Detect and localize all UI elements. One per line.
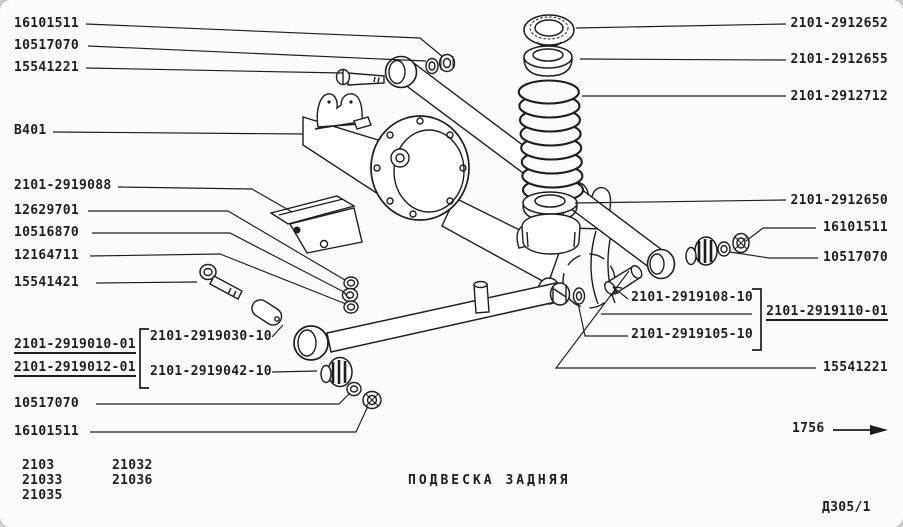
bolt-head [199, 263, 217, 281]
washer [717, 241, 731, 257]
callout-axle-ref: B401 [14, 123, 47, 138]
callout-bolt-bracket: 15541421 [14, 275, 80, 290]
callout-sleeve-outer: 2101-2919108-10 [631, 290, 753, 305]
callout-buffer: 2101-2919030-10 [150, 329, 272, 344]
callout-arm-assy-b: 2101-2919012-01 [14, 360, 136, 377]
lower-trailing-arm [293, 265, 643, 361]
callout-arm-assy-a: 2101-2919010-01 [14, 337, 136, 354]
grouping-brackets [139, 288, 762, 389]
callout-washer-right: 10517070 [822, 250, 888, 265]
axle-bracket-2919088 [269, 195, 363, 254]
callout-bolt-right: 15541221 [822, 360, 888, 375]
figure-title: ПОДВЕСКА ЗАДНЯЯ [408, 473, 571, 488]
washer [425, 57, 439, 75]
coil-spring [517, 79, 585, 203]
differential-cover [393, 129, 465, 213]
spring-lower-insulator [522, 191, 578, 221]
rubber-buffer [251, 299, 283, 326]
callout-sleeve-inner: 2101-2919105-10 [631, 327, 753, 342]
right-group-bracket [752, 288, 762, 351]
callout-washer-spring: 12629701 [14, 203, 80, 218]
upper-arm-hardware [335, 53, 456, 86]
callout-support-upper: 2101-2912652 [790, 16, 888, 31]
left-group-bracket [139, 328, 149, 389]
spring-upper-support [523, 14, 575, 48]
callout-bracket: 2101-2919088 [14, 178, 112, 193]
callout-nut-right: 16101511 [822, 220, 888, 235]
callout-bolt-top-left: 15541221 [14, 60, 80, 75]
bracket-small-parts [199, 263, 359, 326]
hinge-bolt-head [549, 282, 571, 306]
callout-bushing: 2101-2919042-10 [150, 364, 272, 379]
nut [438, 53, 456, 73]
bolt-shaft [209, 275, 243, 300]
lock-washer [341, 287, 359, 303]
sheet-code: Д305/1 [822, 500, 871, 515]
rear-bushing-set [685, 232, 750, 266]
callout-gasket: 2101-2912655 [790, 52, 888, 67]
model-item: 21032 [112, 458, 153, 473]
spring-seat [521, 213, 581, 255]
callout-hinge-assy: 2101-2919110-01 [766, 304, 888, 321]
callout-nut-top-left: 16101511 [14, 16, 80, 31]
washer [346, 381, 362, 397]
model-item: 21036 [112, 473, 153, 488]
model-item: 21033 [22, 473, 63, 488]
callout-washer-lock: 10516870 [14, 225, 80, 240]
callout-nut-bottom: 16101511 [14, 424, 80, 439]
callout-spring: 2101-2912712 [790, 89, 888, 104]
model-item: 2103 [22, 458, 55, 473]
spring-gasket [523, 45, 573, 77]
leader-lines [52, 23, 818, 433]
model-item: 21035 [22, 488, 63, 503]
differential-flange [370, 115, 470, 221]
dimension-arrow [833, 425, 888, 435]
washer-2 [343, 300, 359, 314]
front-bushing-set [320, 356, 382, 410]
callout-washer-bottom: 10517070 [14, 396, 80, 411]
dimension-value: 1756 [792, 421, 825, 436]
hinge-inner-sleeve [572, 287, 586, 305]
callout-washer-top-left: 10517070 [14, 38, 80, 53]
callout-insulator-lower: 2101-2912650 [790, 193, 888, 208]
callout-nut-small: 12164711 [14, 248, 80, 263]
washer-1 [343, 276, 359, 290]
